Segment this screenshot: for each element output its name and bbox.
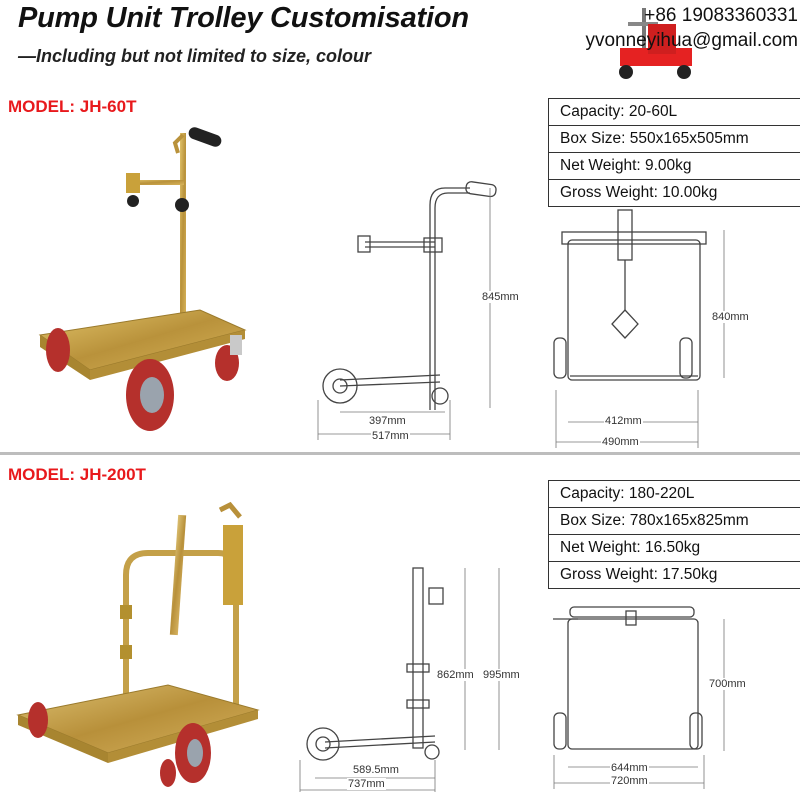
trolley-photo-jh-60t (38, 127, 247, 431)
spec-net-weight: Net Weight: 9.00kg (548, 153, 800, 180)
dim-base: 397mm (368, 415, 407, 427)
dim-width: 490mm (601, 436, 640, 448)
dim-height-inner: 862mm (436, 669, 475, 681)
side-diagram-jh-60t (317, 181, 497, 440)
spec-box-size: Box Size: 780x165x825mm (548, 508, 800, 535)
spec-capacity: Capacity: 180-220L (548, 481, 800, 508)
contact-phone: +86 19083360331 (644, 5, 798, 26)
spec-net-weight: Net Weight: 16.50kg (548, 535, 800, 562)
dim-height: 840mm (711, 311, 750, 323)
trolley-photo-jh-200t (16, 501, 260, 787)
front-diagram-jh-200t (553, 606, 725, 789)
trolley-thumbnail-image (619, 8, 692, 79)
spec-gross-weight: Gross Weight: 10.00kg (548, 180, 800, 207)
spec-capacity: Capacity: 20-60L (548, 99, 800, 126)
page-title: Pump Unit Trolley Customisation (18, 2, 469, 34)
dim-inner: 644mm (610, 762, 649, 774)
model-label-jh-60t: MODEL: JH-60T (8, 97, 137, 116)
front-diagram-jh-60t (553, 209, 725, 448)
dim-height: 995mm (482, 669, 521, 681)
dim-base: 589.5mm (352, 764, 400, 776)
contact-email: yvonneyihua@gmail.com (585, 30, 798, 51)
page-subtitle: —Including but not limited to size, colo… (18, 46, 371, 66)
spec-table-jh-200t: Capacity: 180-220L Box Size: 780x165x825… (548, 480, 800, 589)
spec-box-size: Box Size: 550x165x505mm (548, 126, 800, 153)
spec-gross-weight: Gross Weight: 17.50kg (548, 562, 800, 589)
dim-height: 700mm (708, 678, 747, 690)
model-label-jh-200t: MODEL: JH-200T (8, 465, 146, 484)
dim-width: 720mm (610, 775, 649, 787)
dim-length: 737mm (347, 778, 386, 790)
dim-inner: 412mm (604, 415, 643, 427)
section-divider (0, 452, 800, 455)
dim-height: 845mm (481, 291, 520, 303)
spec-table-jh-60t: Capacity: 20-60L Box Size: 550x165x505mm… (548, 98, 800, 207)
side-diagram-jh-200t (299, 567, 500, 792)
dim-length: 517mm (371, 430, 410, 442)
